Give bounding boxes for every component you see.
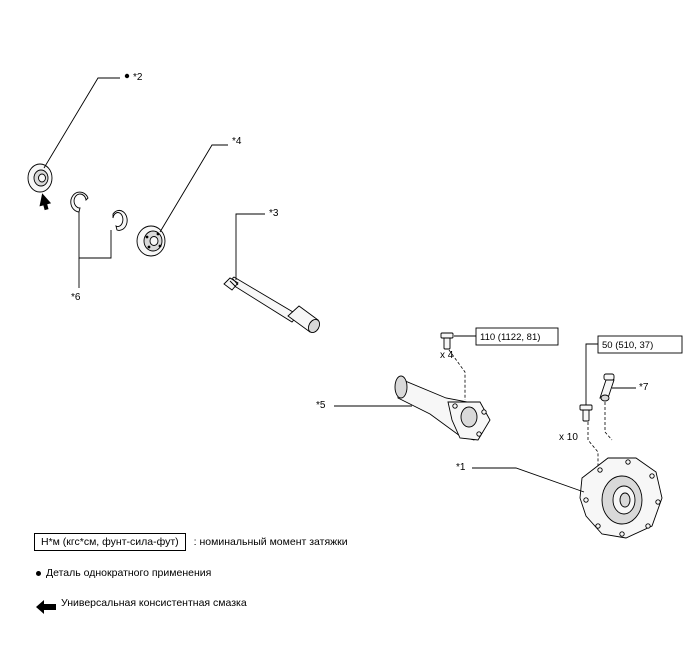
oil-seal-part bbox=[27, 163, 53, 193]
leader-1 bbox=[472, 467, 585, 493]
callout-2: *2 bbox=[133, 72, 143, 83]
torque-value-a: 110 (1122, 81) bbox=[480, 332, 540, 343]
torque-box-a bbox=[475, 327, 559, 346]
callout-2-bullet-icon bbox=[124, 73, 130, 79]
retainer-tube-part bbox=[394, 375, 491, 441]
bolt-part bbox=[440, 332, 454, 350]
snap-ring-part bbox=[112, 209, 128, 231]
bearing-part bbox=[136, 225, 166, 257]
callout-4: *4 bbox=[232, 136, 242, 147]
leader-2 bbox=[43, 77, 120, 169]
bolt-part bbox=[579, 404, 593, 422]
callout-1: *1 bbox=[456, 462, 466, 473]
grease-arrow-icon bbox=[39, 193, 52, 211]
callout-6: *6 bbox=[71, 292, 81, 303]
legend-grease-arrow-icon bbox=[36, 600, 56, 614]
leader-6 bbox=[78, 212, 112, 259]
shaft-part bbox=[223, 276, 321, 334]
torque-value-b: 50 (510, 37) bbox=[602, 340, 653, 351]
callout-3: *3 bbox=[269, 208, 279, 219]
torque-leader-b bbox=[585, 343, 598, 405]
install-line bbox=[448, 349, 466, 400]
case-cover-part bbox=[579, 457, 663, 539]
bolt-qty-b: x 10 bbox=[559, 432, 578, 443]
torque-box-b bbox=[597, 335, 683, 354]
bolt-qty-a: x 4 bbox=[440, 350, 454, 361]
callout-5: *5 bbox=[316, 400, 326, 411]
leader-3 bbox=[235, 213, 265, 280]
install-line bbox=[604, 402, 613, 441]
snap-ring-part bbox=[70, 191, 89, 213]
leader-4 bbox=[159, 144, 228, 233]
breather-plug-part bbox=[599, 373, 615, 402]
callout-7: *7 bbox=[639, 382, 649, 393]
install-line bbox=[587, 422, 599, 466]
